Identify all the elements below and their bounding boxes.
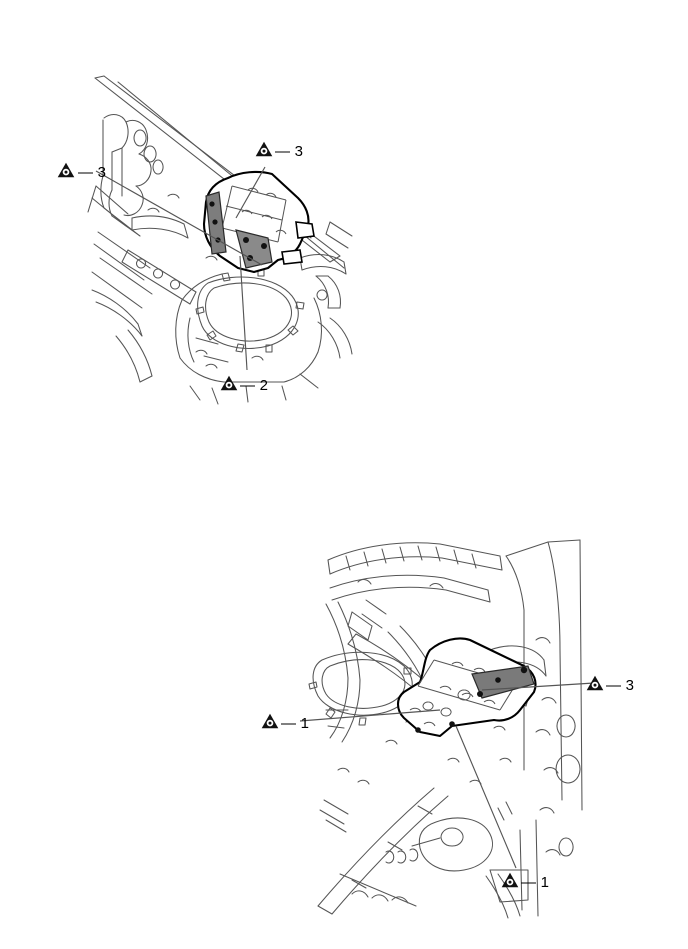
- leader-lower-bottom: [455, 725, 517, 869]
- warning-triangle-icon: [57, 162, 75, 178]
- lower-callout-right[interactable]: — 3: [586, 675, 634, 694]
- callout-label-upper-bottom: — 2: [240, 377, 268, 394]
- figure-engine-compartment-lower: — 1 — 3 — 1: [0, 470, 688, 949]
- upper-callout-left[interactable]: — 3: [57, 162, 106, 181]
- figure-engine-compartment-upper: — 3 — 3 — 2: [0, 0, 688, 470]
- upper-callout-bottom[interactable]: — 2: [220, 375, 268, 394]
- upper-callout-top[interactable]: — 3: [255, 141, 303, 160]
- lower-callout-bottom[interactable]: — 1: [501, 872, 549, 891]
- leader-lower-right: [481, 682, 595, 691]
- lower-leader-lines: [299, 682, 595, 869]
- upper-highlighted-bracket: [202, 170, 315, 274]
- warning-triangle-icon: [220, 375, 238, 391]
- callout-label-upper-left: — 3: [78, 164, 106, 181]
- warning-triangle-icon: [255, 141, 273, 157]
- callout-label-lower-left: — 1: [281, 715, 309, 732]
- leader-upper-top: [235, 166, 266, 219]
- warning-triangle-icon: [261, 713, 279, 729]
- leader-upper-bottom: [239, 255, 248, 371]
- leader-upper-left: [95, 170, 263, 266]
- lower-highlighted-bracket: [396, 637, 537, 738]
- upper-body-linework: [87, 75, 353, 405]
- lower-callout-left[interactable]: — 1: [261, 713, 309, 732]
- lower-body-linework: [308, 539, 583, 919]
- leader-lower-left: [299, 709, 441, 722]
- callout-label-upper-top: — 3: [275, 143, 303, 160]
- callout-label-lower-right: — 3: [606, 677, 634, 694]
- callout-label-lower-bottom: — 1: [521, 874, 549, 891]
- warning-triangle-icon: [501, 872, 519, 888]
- upper-leader-lines: [95, 166, 266, 371]
